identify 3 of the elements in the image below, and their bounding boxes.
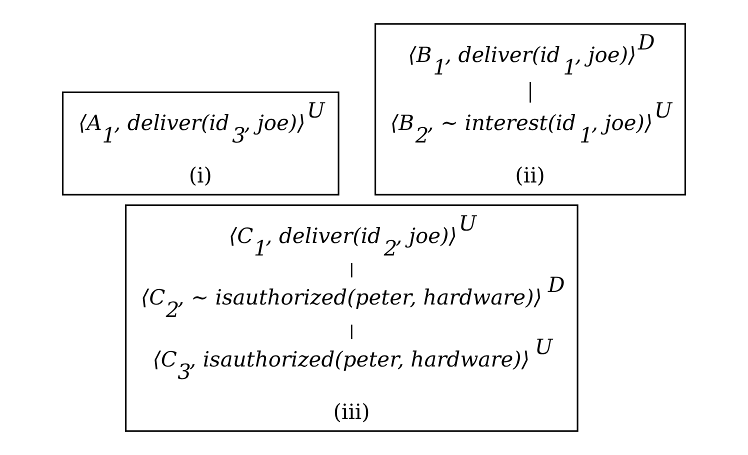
connector [530, 82, 531, 103]
connector [351, 262, 352, 278]
connector [351, 324, 352, 340]
